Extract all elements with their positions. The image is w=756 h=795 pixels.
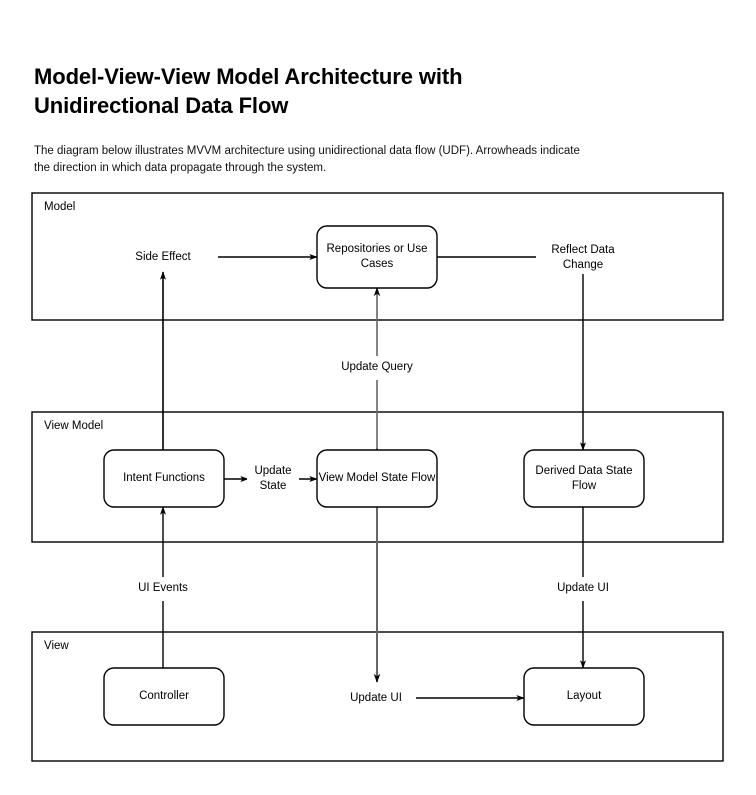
- node-label-intent-functions: Intent Functions: [123, 472, 205, 484]
- node-repositories-or-use-cases[interactable]: [316, 225, 438, 289]
- node-view-model-state-flow[interactable]: [316, 449, 438, 508]
- node-intent-functions[interactable]: [103, 449, 225, 508]
- node-layout[interactable]: [523, 667, 645, 726]
- page-title: Model-View-View Model Architecture with …: [34, 63, 463, 118]
- edge-label-update-query: Update Query: [322, 359, 432, 375]
- node-controller[interactable]: [103, 667, 225, 726]
- edge-label-ui-events: UI Events: [118, 580, 208, 596]
- edge-label-update-state: Update State: [247, 463, 299, 495]
- node-label-view-model-state-flow: View Model State Flow: [318, 472, 436, 484]
- edge-label-update-ui-right: Update UI: [538, 580, 628, 596]
- group-label-model: Model: [44, 201, 76, 213]
- node-label-layout: Layout: [566, 690, 602, 702]
- group-label-view-model: View Model: [44, 420, 104, 432]
- node-label-derived-data-state-flow: Derived Data State Flow: [535, 464, 633, 492]
- node-label-controller: Controller: [139, 690, 189, 702]
- node-derived-data-state-flow[interactable]: [523, 449, 645, 508]
- node-label-repositories-or-use-cases: Repositories or Use Cases: [326, 243, 428, 270]
- edge-label-reflect-data-change: Reflect Data Change: [536, 242, 630, 274]
- edge-label-side-effect: Side Effect: [108, 249, 218, 265]
- group-label-view: View: [44, 640, 69, 652]
- page-description: The diagram below illustrates MVVM archi…: [34, 144, 580, 174]
- edge-label-update-ui-bottom: Update UI: [336, 690, 416, 706]
